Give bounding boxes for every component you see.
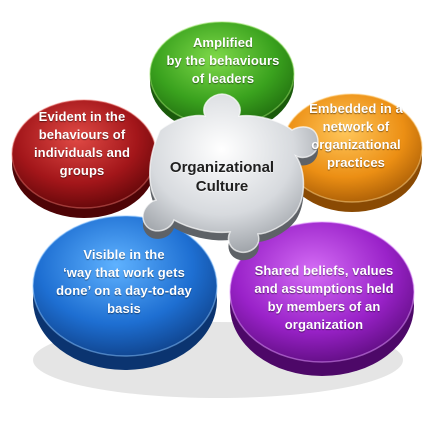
petal-upper-right-orange [281,93,423,212]
petal-lower-right-line2: and assumptions held [254,281,394,296]
petal-lower-right-line3: by members of an [267,299,381,314]
petal-lower-left-line2: ‘way that work gets [63,265,185,280]
petal-upper-left-text: Evident in the behaviours of individuals… [24,108,140,180]
petal-upper-left-line2: behaviours of [38,127,126,142]
petal-lower-left-line1: Visible in the [83,247,165,262]
petal-lower-left-line3: done’ on a day-to-day [56,283,192,298]
center-puzzle-piece [142,93,319,261]
petal-top-line2: by the behaviours [166,53,280,68]
petal-upper-left-red [11,99,157,218]
petal-top-green [149,21,295,134]
petal-lower-right-text: Shared beliefs, values and assumptions h… [236,262,412,334]
petal-lower-left-text: Visible in the ‘way that work gets done’… [44,246,204,318]
petal-top-text: Amplified by the behaviours of leaders [162,34,284,88]
petal-lower-left-line4: basis [107,301,141,316]
center-label-line1: Organizational [169,159,275,176]
petal-top-line3: of leaders [191,71,255,86]
petal-upper-left-line1: Evident in the [38,109,126,124]
petal-top-line1: Amplified [192,35,254,50]
petal-upper-right-line1: Embedded in a [309,101,403,116]
petal-lower-right-purple [229,221,415,376]
petal-upper-right-text: Embedded in a network of organizational … [298,100,414,172]
center-label: Organizational Culture [152,158,292,196]
petal-upper-left-line4: groups [59,163,105,178]
petal-upper-right-line2: network of [322,119,390,134]
petal-upper-right-line4: practices [327,155,385,170]
petal-lower-right-line4: organization [284,317,364,332]
center-label-line2: Culture [195,178,249,195]
petal-lower-left-blue [32,215,218,370]
petal-lower-right-line1: Shared beliefs, values [254,263,394,278]
petal-upper-right-line3: organizational [311,137,401,152]
petal-upper-left-line3: individuals and [33,145,131,160]
